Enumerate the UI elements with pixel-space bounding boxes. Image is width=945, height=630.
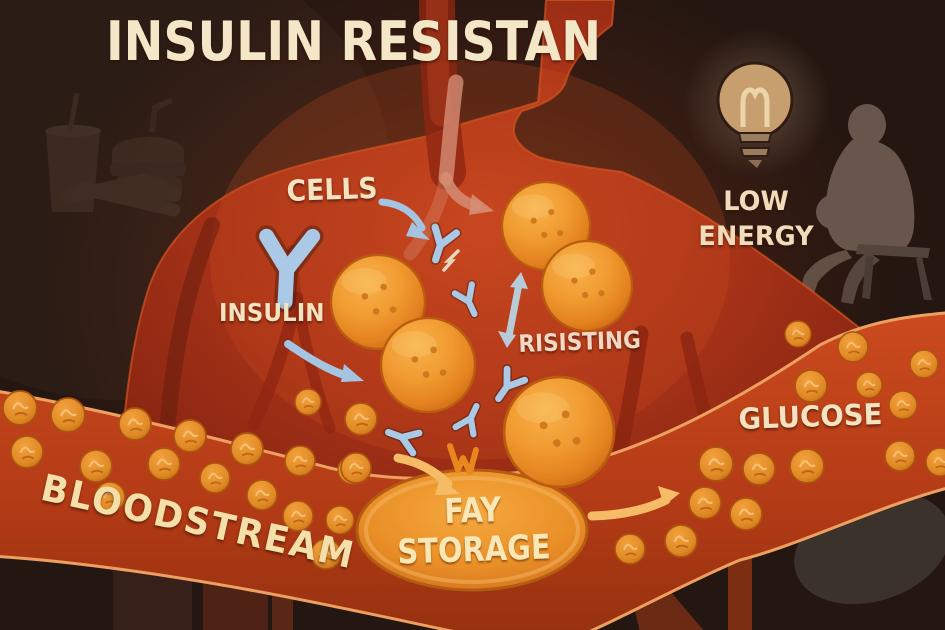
glucose-molecule-icon xyxy=(837,331,869,363)
fat-storage-out-arrow xyxy=(587,486,680,521)
insulin-receptor-y-icon xyxy=(383,427,425,458)
glucose-molecule-icon xyxy=(230,432,264,466)
glucose-molecule-icon xyxy=(909,349,939,379)
low-energy-line1: LOW xyxy=(723,186,789,217)
glucose-molecule-icon xyxy=(855,371,883,399)
glucose-molecule-icon xyxy=(784,320,812,348)
glucose-molecule-icon xyxy=(199,462,231,494)
cell-icon xyxy=(502,375,616,489)
glucose-molecules xyxy=(2,320,945,570)
crown-arrow-icon xyxy=(447,443,479,475)
glucose-molecule-icon xyxy=(742,452,776,486)
fat-storage-label: FAY STORAGE xyxy=(379,489,569,574)
glucose-molecule-icon xyxy=(2,390,38,426)
insulin-receptors-group xyxy=(255,221,530,458)
glucose-molecule-icon xyxy=(79,449,113,483)
glucose-molecule-icon xyxy=(310,538,342,570)
lightbulb-icon xyxy=(683,29,831,177)
insulin-pointer-arrow xyxy=(284,340,364,382)
glucose-molecule-icon xyxy=(284,445,316,477)
insulin-receptor-y-icon xyxy=(493,364,530,404)
glucose-molecule-icon xyxy=(50,397,86,433)
cells-label: CELLS xyxy=(285,170,379,208)
insulin-label: INSULIN xyxy=(219,298,325,327)
glucose-sparkle xyxy=(442,249,460,272)
glucose-molecule-icon xyxy=(888,390,918,420)
glucose-molecule-icon xyxy=(294,388,322,416)
fat-storage-in-arrow xyxy=(393,453,460,495)
glucose-label: GLUCOSE xyxy=(737,396,883,436)
glucose-molecule-icon xyxy=(789,448,825,484)
glucose-molecule-icon xyxy=(94,481,126,513)
page-title: INSULIN RESISTAN xyxy=(106,10,601,73)
glucose-in-body xyxy=(294,388,378,484)
fast-food-icon xyxy=(45,92,186,217)
insulin-receptor-y-icon xyxy=(450,279,480,319)
glucose-molecule-icon xyxy=(147,447,181,481)
chest-glow xyxy=(210,60,730,460)
glucose-molecule-icon xyxy=(664,524,698,558)
cell-icon xyxy=(379,316,477,414)
insulin-receptor-y-icon xyxy=(429,221,462,265)
glucose-molecule-icon xyxy=(173,419,207,453)
low-energy-line2: ENERGY xyxy=(698,221,814,253)
glucose-molecule-icon xyxy=(325,505,355,535)
resisting-double-arrow xyxy=(498,272,528,348)
glucose-molecule-icon xyxy=(10,435,44,469)
fat-storage-line2: STORAGE xyxy=(396,527,552,573)
glucose-molecule-icon xyxy=(246,479,278,511)
glucose-molecule-icon xyxy=(118,407,152,441)
sitting-person-icon xyxy=(798,104,932,304)
glucose-molecule-icon xyxy=(925,447,945,477)
glucose-molecule-icon xyxy=(340,452,372,484)
fat-storage-ellipse xyxy=(355,468,589,592)
glucose-molecule-icon xyxy=(884,440,916,472)
glucose-molecule-icon xyxy=(729,497,763,531)
cells-pointer-arrow xyxy=(378,198,430,240)
insulin-receptor-y-icon xyxy=(451,401,482,439)
low-energy-label: LOW ENERGY xyxy=(680,184,832,254)
glucose-molecule-icon xyxy=(282,500,314,532)
glucose-molecule-icon xyxy=(688,486,722,520)
glucose-molecule-icon xyxy=(614,533,646,565)
cells-group xyxy=(329,180,634,489)
insulin-receptor-y-icon xyxy=(255,225,324,313)
throat-arrow xyxy=(403,74,494,261)
resisting-label: RISISTING xyxy=(517,325,642,358)
glucose-molecule-icon xyxy=(794,369,828,403)
glucose-molecule-icon xyxy=(344,402,378,436)
cell-icon xyxy=(540,239,634,333)
glucose-molecule-icon xyxy=(698,446,734,482)
